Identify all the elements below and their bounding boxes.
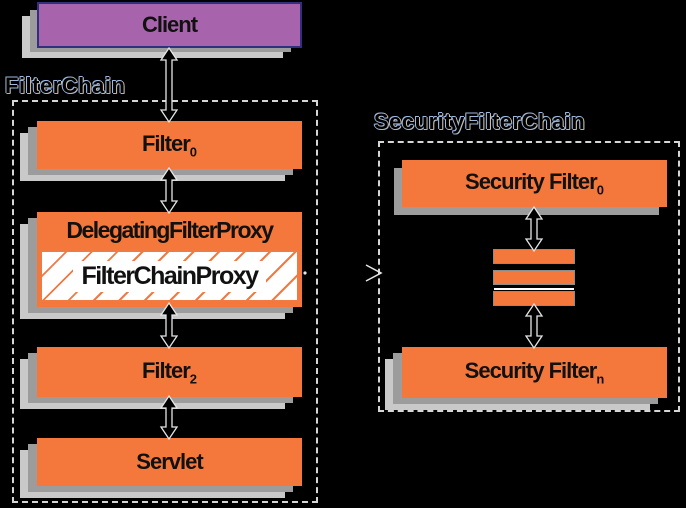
filter-chain-proxy-label: FilterChainProxy bbox=[73, 260, 266, 292]
security-filtern-subscript: n bbox=[596, 371, 605, 387]
filter2-subscript: 2 bbox=[189, 371, 198, 387]
double-arrow-dfp-filter2 bbox=[159, 301, 179, 350]
more-filters-bar bbox=[494, 250, 574, 263]
filter2-label-text: Filter bbox=[141, 357, 191, 383]
servlet-label: Servlet bbox=[136, 449, 203, 474]
filter2-node: Filter2 bbox=[20, 347, 302, 409]
security-filtern-label-text: Security Filter bbox=[464, 358, 598, 384]
security-filter0-label: Security Filter0 bbox=[465, 169, 604, 197]
filter2-label: Filter2 bbox=[142, 358, 197, 386]
delegating-filter-proxy-node: DelegatingFilterProxy FilterChainProxy bbox=[20, 212, 302, 319]
filter0-label-text: Filter bbox=[141, 130, 191, 156]
more-filters-bar bbox=[494, 292, 574, 305]
security-filtern-label: Security Filtern bbox=[465, 358, 605, 386]
securityfilterchain-title: SecurityFilterChain bbox=[374, 109, 586, 134]
security-filter0-subscript: 0 bbox=[596, 182, 604, 198]
double-arrow-secfilter0-bars bbox=[524, 205, 544, 253]
double-arrow-client-filter0 bbox=[159, 46, 179, 124]
filterchain-title: FilterChain bbox=[5, 73, 126, 98]
filterchain-frame bbox=[12, 100, 318, 503]
double-arrow-filter2-servlet bbox=[159, 394, 179, 441]
filterchainproxy-to-securityfilterchain-connector bbox=[303, 264, 383, 282]
connector-dot bbox=[303, 271, 307, 275]
security-filter0-node: Security Filter0 bbox=[394, 160, 667, 215]
delegating-filter-proxy-label: DelegatingFilterProxy bbox=[66, 217, 274, 243]
double-arrow-filter0-dfp bbox=[159, 166, 179, 215]
client-label: Client bbox=[141, 12, 198, 37]
open-arrowhead-icon bbox=[365, 264, 383, 282]
servlet-node: Servlet bbox=[20, 438, 302, 498]
filter0-subscript: 0 bbox=[189, 144, 198, 160]
double-arrow-bars-secfiltern bbox=[524, 302, 544, 350]
more-filters-bar bbox=[494, 271, 574, 284]
security-filter0-label-text: Security Filter bbox=[465, 169, 598, 195]
client-node: Client bbox=[22, 2, 302, 58]
filter0-node: Filter0 bbox=[20, 121, 302, 181]
filter0-label: Filter0 bbox=[142, 131, 197, 159]
more-filters-bar-separator bbox=[494, 288, 574, 290]
filter-chain-proxy-node: FilterChainProxy bbox=[40, 250, 299, 302]
security-filtern-node: Security Filtern bbox=[385, 347, 667, 410]
securityfilterchain-frame bbox=[378, 141, 680, 412]
